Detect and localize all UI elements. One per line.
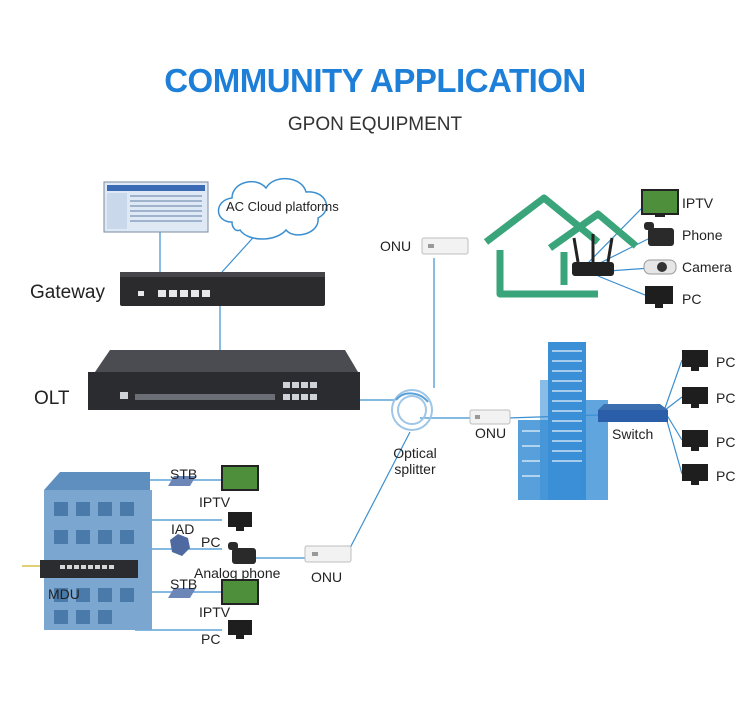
office-building-icon xyxy=(518,342,608,500)
stb-icon xyxy=(168,588,196,598)
page-title: COMMUNITY APPLICATION xyxy=(164,62,586,99)
splitter-label: Optical splitter xyxy=(380,445,450,477)
pc-icon xyxy=(228,620,252,639)
pc-icon xyxy=(645,286,673,308)
splitter-label-line2: splitter xyxy=(394,461,436,477)
onu-building-label: ONU xyxy=(475,425,507,441)
stb-icon xyxy=(168,476,196,486)
onu-mdu-icon xyxy=(304,545,352,563)
switch-label: Switch xyxy=(612,426,654,442)
splitter-label-line1: Optical xyxy=(393,445,437,461)
phone-icon xyxy=(644,222,674,246)
wifi-router-icon xyxy=(572,234,614,276)
mdu-label: MDU xyxy=(48,586,80,602)
olt-label: OLT xyxy=(34,388,70,409)
tv-icon xyxy=(221,465,259,491)
pc-label: PC xyxy=(201,534,221,550)
gateway-device-icon xyxy=(120,272,325,306)
switch-device-icon xyxy=(598,404,668,422)
iad-icon xyxy=(170,534,190,556)
iad-label: IAD xyxy=(171,521,195,537)
pc-icon xyxy=(228,512,252,531)
home-terminal-label: Camera xyxy=(682,259,732,275)
onu-mdu-label: ONU xyxy=(311,569,343,585)
house-icon xyxy=(483,194,639,298)
gateway-label: Gateway xyxy=(30,282,105,303)
tv-icon xyxy=(221,579,259,605)
onu-home-icon xyxy=(421,237,469,255)
pc-icon xyxy=(682,387,708,408)
analog-phone-icon xyxy=(228,542,256,564)
building-terminal-label: PC xyxy=(716,354,736,370)
iptv-label: IPTV xyxy=(199,604,231,620)
building-terminal-label: PC xyxy=(716,468,736,484)
onu-home-label: ONU xyxy=(380,238,412,254)
stb-label: STB xyxy=(170,576,198,592)
building-terminal-label: PC xyxy=(716,390,736,406)
pc-icon xyxy=(682,464,708,485)
camera-icon xyxy=(643,259,677,275)
optical-splitter-icon xyxy=(391,389,433,431)
pc-icon xyxy=(682,350,708,371)
home-terminal-label: Phone xyxy=(682,227,723,243)
stb-label: STB xyxy=(170,466,198,482)
cloud-icon xyxy=(217,178,328,240)
pc-label: PC xyxy=(201,631,221,647)
iptv-label: IPTV xyxy=(199,494,231,510)
home-terminal-label: PC xyxy=(682,291,702,307)
mdu-device-icon xyxy=(22,560,138,578)
pc-icon xyxy=(682,430,708,451)
tv-icon xyxy=(641,189,679,217)
home-terminal-label: IPTV xyxy=(682,195,714,211)
page-subtitle: GPON EQUIPMENT xyxy=(287,114,463,135)
building-terminal-label: PC xyxy=(716,434,736,450)
olt-device-icon xyxy=(88,350,360,410)
mdu-building-icon xyxy=(44,472,152,630)
analog-phone-label: Analog phone xyxy=(194,565,281,581)
onu-building-icon xyxy=(469,409,511,425)
cloud-label: AC Cloud platforms xyxy=(226,199,339,214)
management-monitor-icon xyxy=(103,181,209,233)
